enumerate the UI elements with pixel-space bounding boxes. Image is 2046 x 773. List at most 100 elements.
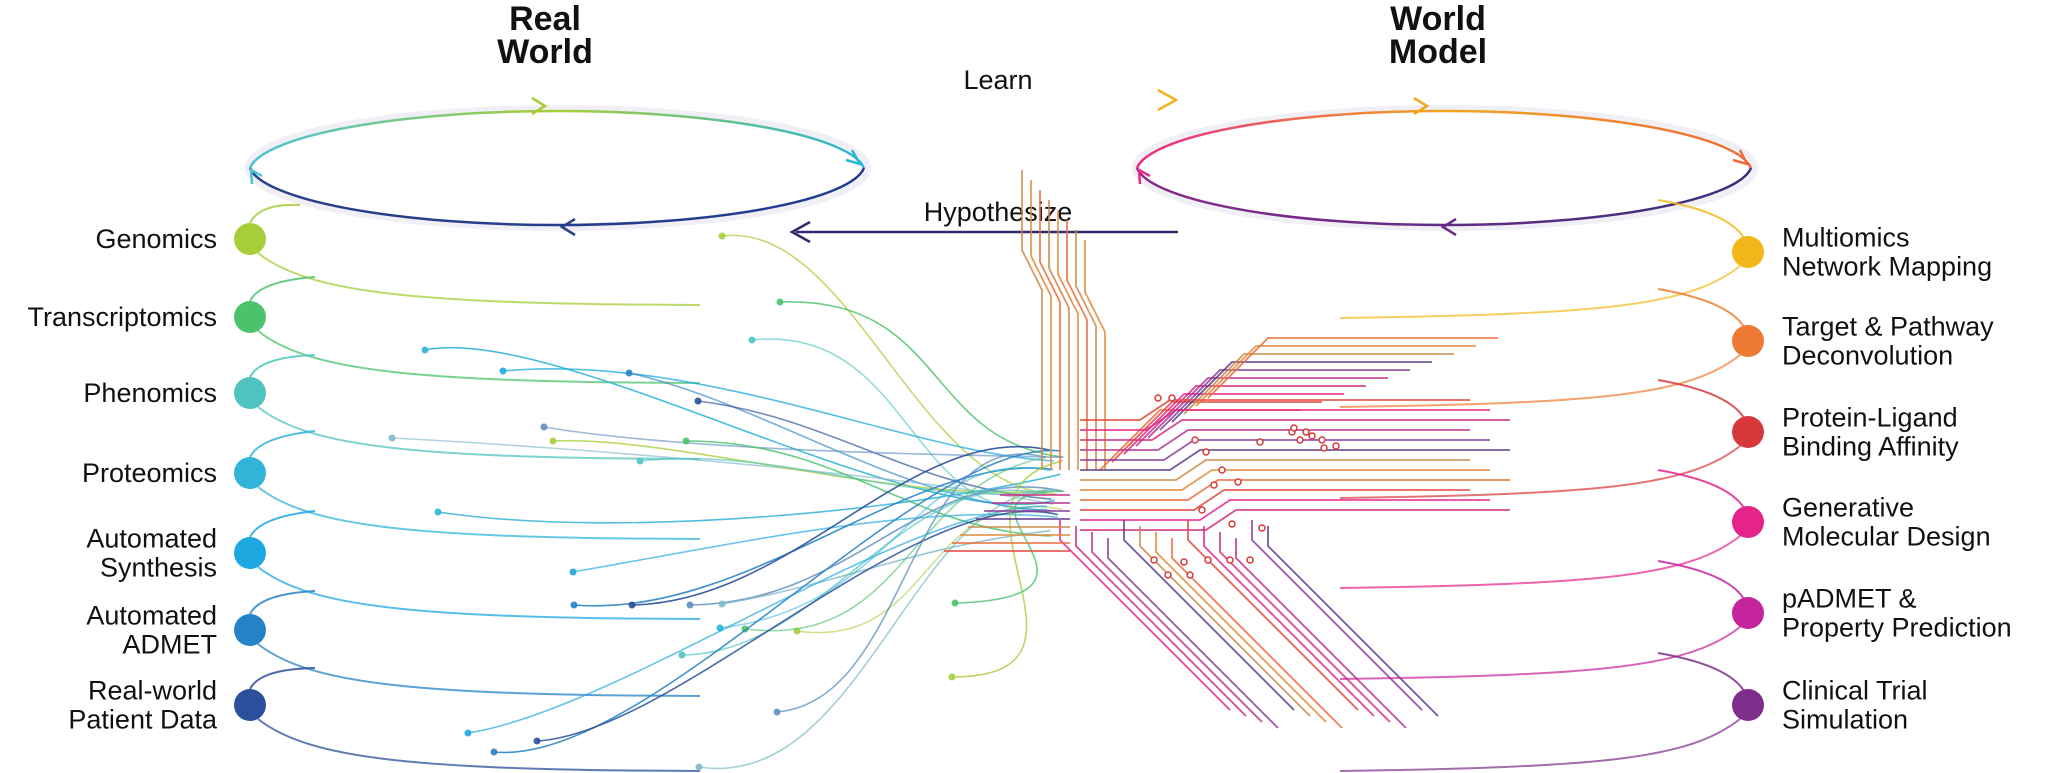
node-dot: [234, 223, 266, 255]
world-model-cycle-top-arc: [1135, 109, 1753, 169]
left-node: Phenomics: [83, 377, 266, 409]
circuit-trace: [1135, 385, 1366, 447]
circuit-trace: [1183, 353, 1454, 415]
circuit-pad: [1202, 448, 1210, 456]
circuit-trace: [1219, 532, 1391, 723]
connection-line: [639, 457, 1054, 496]
node-swoosh: [1339, 626, 1741, 680]
circuit-trace: [1075, 526, 1247, 717]
node-dot: [1732, 506, 1764, 538]
node-dot: [234, 377, 266, 409]
left-node-label: Transcriptomics: [27, 302, 217, 332]
node-arc: [1657, 379, 1745, 419]
circuit-trace: [1080, 509, 1510, 531]
left-node-label: Phenomics: [83, 378, 217, 408]
circuit-pad: [1318, 436, 1326, 444]
left-node: Transcriptomics: [27, 301, 266, 333]
left-node-label: Proteomics: [82, 458, 217, 488]
left-node-label: Automated: [86, 524, 217, 554]
circuit-pad: [1258, 524, 1266, 532]
circuit-pad: [1332, 442, 1340, 450]
real-world-cycle: [245, 96, 871, 237]
circuit-trace: [1021, 170, 1043, 470]
cycle-arrowhead-icon: [559, 217, 576, 237]
circuit-pad: [1198, 506, 1206, 514]
circuit-trace: [1030, 180, 1052, 470]
circuit-pad: [1168, 394, 1176, 402]
node-dot: [1732, 416, 1764, 448]
connection-line: [502, 367, 1054, 462]
circuit-trace: [1084, 240, 1106, 470]
connection-line: [776, 453, 1047, 713]
node-arc: [249, 590, 316, 615]
right-node-label: Clinical Trial: [1782, 676, 1928, 706]
world-model-cycle-bottom-arc: [1135, 167, 1753, 227]
connection-line: [779, 301, 1063, 458]
arrowhead-right-icon: [1157, 88, 1179, 112]
left-connection-lines: [249, 203, 1065, 772]
circuit-pad: [1308, 432, 1316, 440]
circuit-trace: [1251, 520, 1423, 711]
right-node-label: Target & Pathway: [1782, 312, 1994, 342]
connection-dot: [678, 651, 686, 659]
connection-dot: [628, 601, 636, 609]
circuit-trace: [1048, 200, 1070, 470]
node-arc: [249, 510, 316, 538]
left-node-label: ADMET: [123, 630, 218, 660]
node-swoosh: [257, 252, 701, 306]
node-arc: [249, 430, 316, 458]
hypothesize-arrow: Hypothesize: [789, 197, 1178, 244]
circuit-pad: [1218, 466, 1226, 474]
circuit-pad: [1186, 571, 1194, 579]
connection-dot: [570, 601, 578, 609]
circuit-trace: [1123, 393, 1344, 455]
connection-dot: [776, 298, 784, 306]
connection-dot: [694, 397, 702, 405]
left-node-label: Synthesis: [100, 553, 217, 583]
node-arc: [249, 354, 316, 378]
left-node: Genomics: [95, 223, 266, 255]
right-node-label: Binding Affinity: [1782, 432, 1959, 462]
node-swoosh: [257, 643, 701, 697]
right-node-label: Deconvolution: [1782, 341, 1953, 371]
arrowhead-left-icon: [789, 220, 811, 244]
circuit-trace: [1080, 479, 1510, 501]
circuit-pad: [1256, 438, 1264, 446]
node-dot: [1732, 236, 1764, 268]
left-node-label: Automated: [86, 601, 217, 631]
connection-line: [467, 505, 1047, 734]
circuit-trace: [1080, 429, 1470, 451]
real-world-title-line2: World: [497, 33, 593, 71]
node-dot: [1732, 325, 1764, 357]
left-node-label: Patient Data: [68, 705, 218, 735]
cycle-arrowhead-icon: [1440, 217, 1457, 237]
node-arc: [249, 203, 301, 224]
circuit-pad: [1228, 520, 1236, 528]
circuit-pad: [1226, 556, 1234, 564]
node-arc: [249, 667, 316, 690]
node-swoosh: [1339, 535, 1741, 589]
connection-dot: [951, 599, 959, 607]
connection-dot: [540, 423, 548, 431]
circuit-trace: [1080, 469, 1490, 491]
node-arc: [1657, 199, 1745, 239]
connection-line: [951, 460, 1064, 678]
circuit-trace: [1203, 526, 1375, 717]
connection-line: [552, 439, 1047, 494]
circuit-pad: [1296, 436, 1304, 444]
circuit-trace: [1139, 526, 1311, 717]
circuit-trace: [1057, 210, 1079, 470]
connection-dot: [499, 367, 507, 375]
connection-line: [536, 510, 1058, 742]
right-node-label: Generative: [1782, 493, 1914, 523]
connection-line: [689, 486, 1063, 606]
node-arc: [1657, 288, 1745, 328]
circuit-pad: [1210, 481, 1218, 489]
node-swoosh: [257, 718, 701, 772]
circuit-trace: [1066, 220, 1088, 470]
